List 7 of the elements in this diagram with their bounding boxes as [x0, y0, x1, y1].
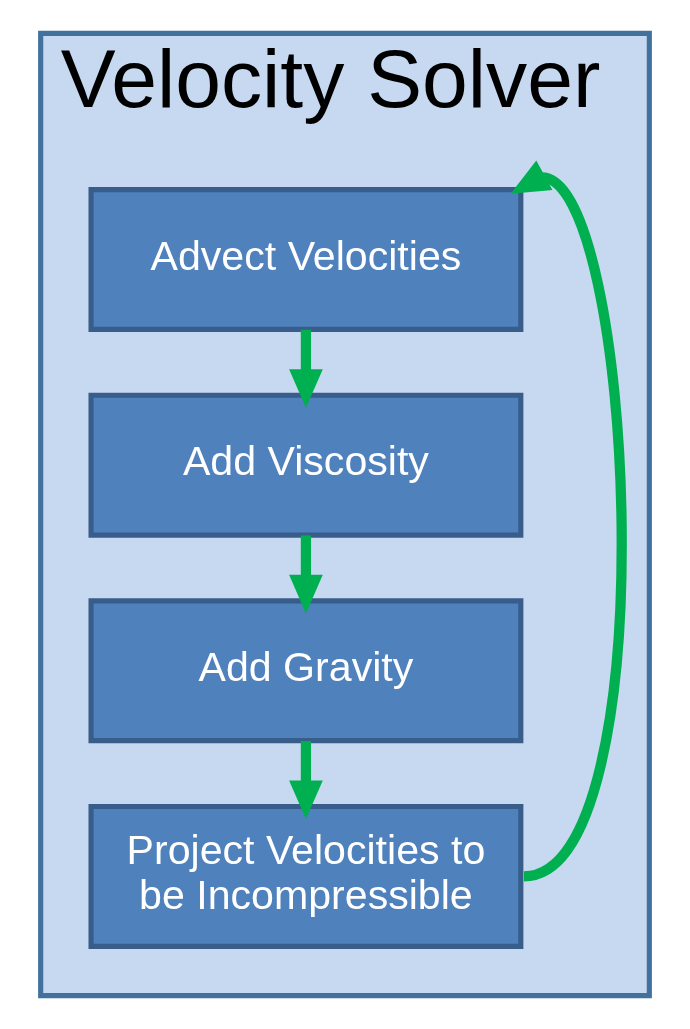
arrow — [289, 741, 323, 820]
arrow — [289, 329, 323, 408]
node-box: Add Viscosity — [88, 392, 524, 538]
node-box: Advect Velocities — [88, 187, 524, 332]
arrow — [289, 535, 323, 614]
node-box: Add Gravity — [88, 598, 524, 744]
node-box: Project Velocities to be Incompressible — [88, 803, 524, 949]
